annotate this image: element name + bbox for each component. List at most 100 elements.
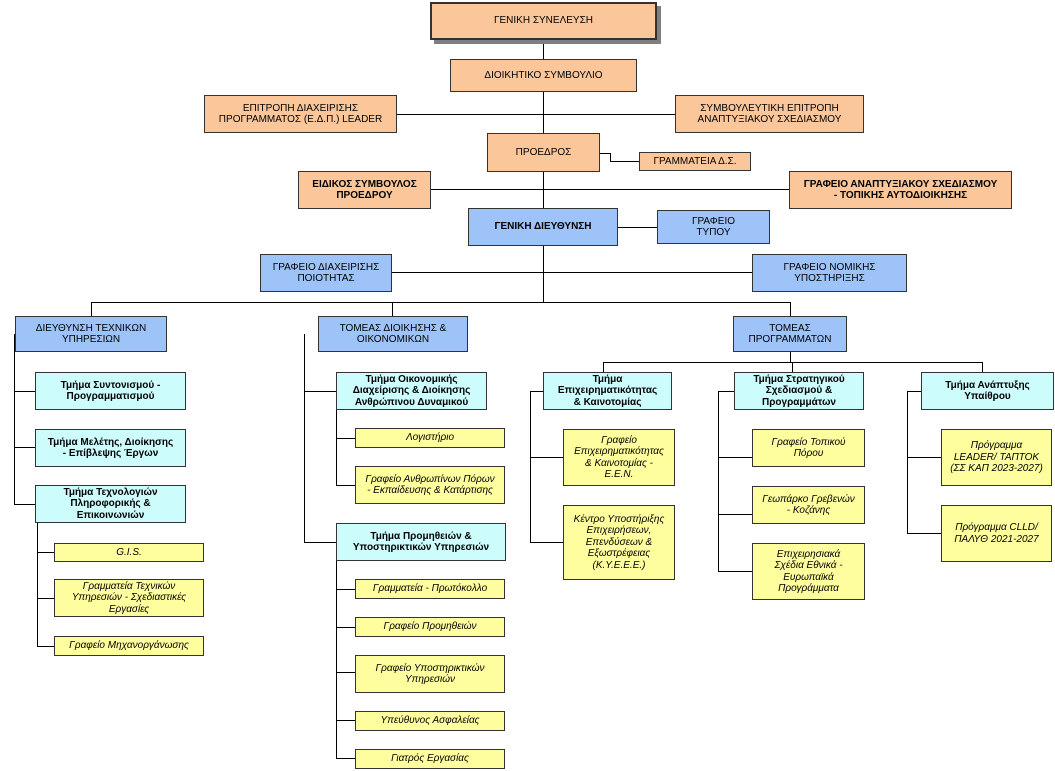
occupational-doctor-box: Γιατρός Εργασίας (355, 749, 505, 769)
connector-line (336, 720, 355, 721)
connector-line (14, 334, 15, 504)
connector-line (91, 302, 92, 317)
president-label: ΠΡΟΕΔΡΟΣ (515, 146, 572, 158)
connector-line (304, 542, 336, 543)
connector-line (336, 410, 337, 486)
dept-finance-box: Τμήμα Οικονομικής Διαχείρισης & Διοίκηση… (336, 372, 487, 410)
dept-procurement-label: Τμήμα Προμηθειών & Υποστηρικτικών Υπηρεσ… (352, 530, 490, 554)
connector-line (336, 560, 337, 759)
dept-entrepreneurship-label: Τμήμα Επιχειρηματικότητας & Καινοτομίας (557, 373, 658, 408)
leader-program-label: Πρόγραμμα LEADER/ ΤΑΠΤΟΚ (ΣΣ ΚΑΠ 2023-20… (950, 440, 1043, 475)
connector-line (530, 391, 531, 543)
connector-line (610, 161, 639, 162)
een-office-box: Γραφείο Επιχειρηματικότητας & Καινοτομία… (563, 429, 675, 486)
connector-line (336, 589, 355, 590)
connector-line (530, 542, 564, 543)
business-plans-label: Επιχειρησιακά Σχέδια Εθνικά - Ευρωπαϊκά … (774, 548, 843, 595)
advisory-committee-box: ΣΥΜΒΟΥΛΕΥΤΙΚΗ ΕΠΙΤΡΟΠΗ ΑΝΑΠΤΥΞΙΑΚΟΥ ΣΧΕΔ… (675, 95, 864, 133)
connector-line (530, 457, 564, 458)
dept-coordination-box: Τμήμα Συντονισμού - Προγραμματισμού (35, 372, 186, 410)
connector-line (304, 334, 305, 542)
board-secretariat-box: ΓΡΑΜΜΑΤΕΙΑ Δ.Σ. (639, 152, 751, 171)
connector-line (530, 391, 544, 392)
dept-entrepreneurship-box: Τμήμα Επιχειρηματικότητας & Καινοτομίας (543, 372, 672, 410)
support-office-box: Γραφείο Υποστηρικτικών Υπηρεσιών (355, 655, 505, 693)
connector-line (392, 302, 393, 317)
special-advisor-box: ΕΙΔΙΚΟΣ ΣΥΜΒΟΥΛΟΣ ΠΡΟΕΔΡΟΥ (298, 171, 431, 209)
kyeee-label: Κέντρο Υποστήριξης Επιχειρήσεων, Επενδύσ… (573, 513, 665, 571)
president-box: ΠΡΟΕΔΡΟΣ (487, 133, 600, 172)
connector-line (304, 391, 336, 392)
business-plans-box: Επιχειρησιακά Σχέδια Εθνικά - Ευρωπαϊκά … (752, 543, 865, 600)
leader-program-box: Πρόγραμμα LEADER/ ΤΑΠΤΟΚ (ΣΣ ΚΑΠ 2023-20… (941, 429, 1052, 486)
hr-office-box: Γραφείο Ανθρωπίνων Πόρων - Εκπαίδευσης &… (355, 466, 505, 504)
connector-line (718, 391, 719, 572)
connector-line (91, 302, 790, 303)
programs-sector-label: ΤΟΜΕΑΣ ΠΡΟΓΡΑΜΜΑΤΩΝ (748, 322, 832, 346)
connector-line (37, 522, 38, 646)
general-directorate-box: ΓΕΝΙΚΗ ΔΙΕΥΘΥΝΣΗ (468, 208, 618, 246)
clld-program-label: Πρόγραμμα CLLD/ ΠΑΛΥΘ 2021-2027 (954, 522, 1039, 545)
gis-box: G.I.S. (54, 543, 204, 562)
connector-line (718, 457, 752, 458)
local-resource-office-box: Γραφείο Τοπικού Πόρου (752, 429, 865, 467)
board-secretariat-label: ΓΡΑΜΜΑΤΕΙΑ Δ.Σ. (653, 155, 737, 167)
connector-line (336, 758, 355, 759)
safety-officer-label: Υπεύθυνος Ασφαλείας (380, 715, 480, 727)
accounting-box: Λογιστήριο (355, 428, 505, 448)
leader-committee-label: ΕΠΙΤΡΟΠΗ ΔΙΑΧΕΙΡΙΣΗΣ ΠΡΟΓΡΑΜΜΑΤΟΣ (Ε.Δ.Π… (218, 102, 383, 126)
connector-line (392, 272, 752, 273)
connector-line (790, 351, 791, 363)
general-directorate-label: ΓΕΝΙΚΗ ΔΙΕΥΘΥΝΣΗ (494, 221, 592, 233)
connector-line (907, 391, 921, 392)
secretariat-protocol-box: Γραμματεία - Πρωτόκολλο (355, 579, 505, 599)
advisory-committee-label: ΣΥΜΒΟΥΛΕΥΤΙΚΗ ΕΠΙΤΡΟΠΗ ΑΝΑΠΤΥΞΙΑΚΟΥ ΣΧΕΔ… (697, 102, 842, 126)
een-office-label: Γραφείο Επιχειρηματικότητας & Καινοτομία… (574, 434, 664, 481)
safety-officer-box: Υπεύθυνος Ασφαλείας (355, 711, 505, 731)
legal-office-box: ΓΡΑΦΕΙΟ ΝΟΜΙΚΗΣ ΥΠΟΣΤΗΡΙΞΗΣ (752, 254, 907, 292)
tech-secretariat-label: Γραμματεία Τεχνικών Υπηρεσιών - Σχεδιαστ… (71, 580, 187, 615)
dept-finance-label: Τμήμα Οικονομικής Διαχείρισης & Διοίκηση… (352, 373, 471, 408)
connector-line (14, 391, 35, 392)
geopark-box: Γεωπάρκο Γρεβενών - Κοζάνης (752, 486, 865, 524)
tech-secretariat-box: Γραμματεία Τεχνικών Υπηρεσιών - Σχεδιαστ… (54, 579, 204, 617)
connector-line (543, 92, 544, 133)
connector-line (543, 246, 544, 302)
connector-line (907, 457, 941, 458)
dev-planning-office-label: ΓΡΑΦΕΙΟ ΑΝΑΠΤΥΞΙΑΚΟΥ ΣΧΕΔΙΑΣΜΟΥ - ΤΟΠΙΚΗ… (803, 178, 998, 202)
local-resource-office-label: Γραφείο Τοπικού Πόρου (771, 436, 846, 460)
connector-line (718, 391, 734, 392)
press-office-label: ΓΡΑΦΕΙΟ ΤΥΠΟΥ (691, 215, 736, 239)
board-box: ΔΙΟΙΚΗΤΙΚΟ ΣΥΜΒΟΥΛΙΟ (450, 59, 637, 92)
general-assembly-label: ΓΕΝΙΚΗ ΣΥΝΕΛΕΥΣΗ (493, 15, 593, 27)
hr-office-label: Γραφείο Ανθρωπίνων Πόρων - Εκπαίδευσης &… (365, 473, 495, 497)
legal-office-label: ΓΡΑΦΕΙΟ ΝΟΜΙΚΗΣ ΥΠΟΣΤΗΡΙΞΗΣ (783, 261, 876, 285)
admin-sector-label: ΤΟΜΕΑΣ ΔΙΟΙΚΗΣΗΣ & ΟΙΚΟΝΟΜΙΚΩΝ (339, 322, 447, 346)
connector-line (907, 391, 908, 534)
general-assembly-box: ΓΕΝΙΚΗ ΣΥΝΕΛΕΥΣΗ (430, 2, 657, 40)
dept-it-label: Τμήμα Τεχνολογιών Πληροφορικής & Επικοιν… (63, 486, 158, 521)
connector-line (600, 153, 610, 154)
dept-countryside-label: Τμήμα Ανάπτυξης Υπαίθρου (945, 379, 1030, 403)
dept-procurement-box: Τμήμα Προμηθειών & Υποστηρικτικών Υπηρεσ… (336, 523, 506, 561)
secretariat-protocol-label: Γραμματεία - Πρωτόκολλο (372, 583, 488, 595)
support-office-label: Γραφείο Υποστηρικτικών Υπηρεσιών (375, 662, 485, 686)
dept-strategic-label: Τμήμα Στρατηγικού Σχεδιασμού & Προγραμμά… (753, 373, 845, 408)
gis-label: G.I.S. (116, 546, 142, 558)
dev-planning-office-box: ΓΡΑΦΕΙΟ ΑΝΑΠΤΥΞΙΑΚΟΥ ΣΧΕΔΙΑΣΜΟΥ - ΤΟΠΙΚΗ… (789, 171, 1012, 209)
connector-line (14, 447, 35, 448)
board-label: ΔΙΟΙΚΗΤΙΚΟ ΣΥΜΒΟΥΛΙΟ (484, 69, 603, 81)
connector-line (37, 598, 54, 599)
dept-study-label: Τμήμα Μελέτης, Διοίκησης - Επίβλεψης Έργ… (47, 436, 174, 460)
programs-sector-box: ΤΟΜΕΑΣ ΠΡΟΓΡΑΜΜΑΤΩΝ (733, 316, 847, 352)
connector-line (618, 227, 657, 228)
connector-line (718, 571, 752, 572)
connector-line (37, 552, 54, 553)
connector-line (14, 504, 35, 505)
connector-line (336, 438, 355, 439)
admin-sector-box: ΤΟΜΕΑΣ ΔΙΟΙΚΗΣΗΣ & ΟΙΚΟΝΟΜΙΚΩΝ (318, 316, 468, 352)
connector-line (397, 114, 675, 115)
mechanization-office-label: Γραφείο Μηχανοργάνωσης (69, 640, 189, 652)
dept-countryside-box: Τμήμα Ανάπτυξης Υπαίθρου (921, 372, 1054, 410)
